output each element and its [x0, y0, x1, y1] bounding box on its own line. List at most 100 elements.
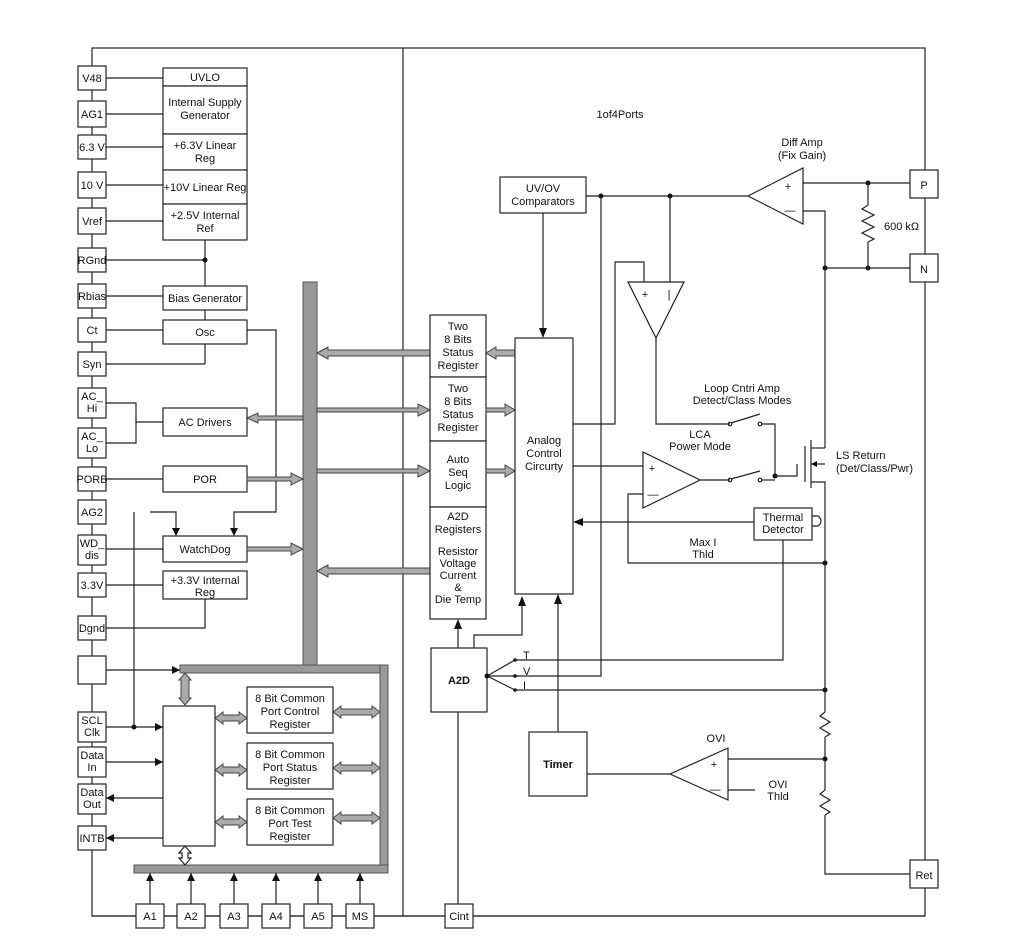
svg-text:AG1: AG1 — [81, 109, 103, 121]
pin-v48: V48 — [77, 65, 107, 91]
svg-text:8 Bit Common: 8 Bit Common — [255, 805, 325, 817]
svg-text:Resistor: Resistor — [438, 546, 479, 558]
svg-text:WatchDog: WatchDog — [180, 544, 231, 556]
svg-text:+2.5V Internal: +2.5V Internal — [171, 210, 240, 222]
svg-text:MS: MS — [352, 911, 369, 923]
svg-text:Ref: Ref — [196, 223, 214, 235]
analog-control — [514, 337, 574, 595]
pin-dgnd: Dgnd — [77, 615, 107, 641]
pin-ret: Ret — [909, 859, 939, 889]
svg-text:+: + — [642, 289, 648, 301]
svg-text:+: + — [649, 463, 655, 475]
lca-amp — [642, 451, 702, 509]
svg-text:Hi: Hi — [87, 403, 97, 415]
pin-ac-lo: AC_Lo — [77, 427, 107, 459]
svg-text:Register: Register — [438, 360, 479, 372]
svg-text:Status: Status — [442, 347, 474, 359]
svg-text:Internal Supply: Internal Supply — [168, 97, 242, 109]
ac-drivers — [162, 407, 248, 437]
svg-text:|: | — [668, 289, 671, 301]
bottom-pins: A1 A2 A3 A4 A5 MS Cint — [135, 873, 474, 929]
svg-text:+10V Linear Reg: +10V Linear Reg — [164, 182, 247, 194]
pin-ms: MS — [345, 873, 375, 929]
svg-text:Seq: Seq — [448, 467, 468, 479]
svg-text:Port Control: Port Control — [261, 706, 320, 718]
svg-text:—: — — [710, 784, 721, 796]
digital-bus-bottom — [133, 864, 389, 874]
svg-text:P: P — [920, 180, 927, 192]
reg-3v3 — [162, 570, 248, 600]
svg-text:A5: A5 — [311, 911, 324, 923]
svg-text:—: — — [785, 205, 796, 217]
pin-a1: A1 — [135, 873, 165, 929]
svg-text:Lo: Lo — [86, 443, 98, 455]
svg-text:V48: V48 — [82, 73, 102, 85]
svg-text:Osc: Osc — [195, 327, 215, 339]
pin-a2: A2 — [176, 873, 206, 929]
svg-text:LCA: LCA — [689, 429, 711, 441]
svg-text:Syn: Syn — [83, 359, 102, 371]
svg-text:Data: Data — [80, 750, 104, 762]
svg-text:+3.3V Internal: +3.3V Internal — [171, 575, 240, 587]
svg-text:Comparators: Comparators — [511, 196, 575, 208]
pin-blank — [77, 655, 107, 685]
svg-text:A3: A3 — [227, 911, 240, 923]
pin-ag2: AG2 — [77, 499, 107, 525]
pin-a5: A5 — [303, 873, 333, 929]
svg-text:Control: Control — [526, 448, 561, 460]
svg-text:(Fix Gain): (Fix Gain) — [778, 150, 826, 162]
svg-text:I: I — [523, 680, 526, 692]
pin-syn: Syn — [77, 351, 107, 377]
pin-ac-hi: AC_Hi — [77, 387, 107, 419]
svg-text:Two: Two — [448, 383, 468, 395]
pin-ct: Ct — [77, 317, 107, 343]
svg-text:SCL: SCL — [81, 715, 102, 727]
internal-bus — [302, 281, 318, 669]
svg-text:OVI: OVI — [769, 779, 788, 791]
pin-a4: A4 — [261, 873, 291, 929]
svg-text:OVI: OVI — [707, 733, 726, 745]
svg-text:8 Bits: 8 Bits — [444, 334, 472, 346]
loop-comparator — [627, 281, 685, 340]
pin-a3: A3 — [219, 873, 249, 929]
svg-text:Register: Register — [270, 775, 311, 787]
pin-p: P — [909, 169, 939, 199]
svg-text:Port Test: Port Test — [268, 818, 311, 830]
svg-text:Generator: Generator — [180, 110, 230, 122]
svg-text:(Det/Class/Pwr): (Det/Class/Pwr) — [836, 463, 913, 475]
pin-rgnd: RGnd — [77, 247, 107, 273]
uvov-comparators — [499, 176, 587, 214]
svg-text:Registers: Registers — [435, 524, 482, 536]
svg-text:Dgnd: Dgnd — [79, 623, 105, 635]
svg-text:Analog: Analog — [527, 435, 561, 447]
diff-amp — [746, 167, 804, 225]
svg-text:V: V — [523, 666, 531, 678]
svg-text:Bias Generator: Bias Generator — [168, 293, 242, 305]
ovi-comparator — [668, 747, 729, 801]
svg-text:Register: Register — [270, 831, 311, 843]
svg-text:Circurty: Circurty — [525, 461, 563, 473]
svg-text:Detector: Detector — [762, 524, 804, 536]
svg-text:Thld: Thld — [767, 791, 788, 803]
svg-text:6.3 V: 6.3 V — [79, 142, 105, 154]
svg-text:Register: Register — [270, 719, 311, 731]
svg-text:RGnd: RGnd — [78, 255, 107, 267]
svg-text:N: N — [920, 264, 928, 276]
pin-rbias: Rbias — [77, 283, 107, 309]
svg-text:POR: POR — [193, 474, 217, 486]
svg-text:Logic: Logic — [445, 480, 472, 492]
svg-text:8 Bit Common: 8 Bit Common — [255, 749, 325, 761]
svg-text:Timer: Timer — [543, 759, 573, 771]
svg-text:3.3V: 3.3V — [81, 580, 104, 592]
bias-generator — [162, 285, 248, 311]
svg-text:Cint: Cint — [449, 911, 469, 923]
svg-text:INTB: INTB — [79, 833, 104, 845]
svg-text:AC_: AC_ — [81, 431, 103, 443]
svg-text:Reg: Reg — [195, 153, 215, 165]
svg-text:&: & — [454, 582, 462, 594]
